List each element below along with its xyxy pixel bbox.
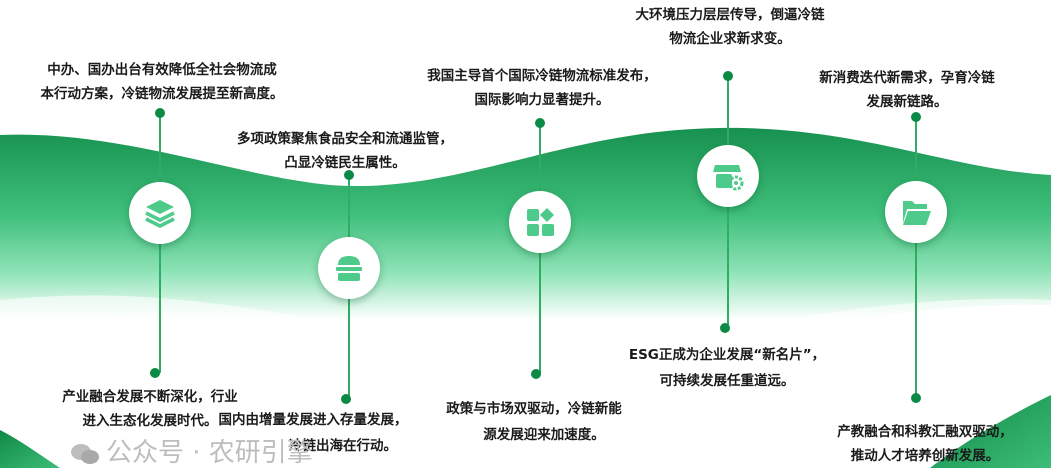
timeline-dot (911, 393, 921, 403)
text-line: 物流企业求新求变。 (669, 31, 791, 47)
timeline-dot (531, 369, 541, 379)
text-line: 冷链出海在行动。 (289, 438, 397, 454)
milestone-2-node (318, 237, 380, 299)
folder-icon (903, 201, 931, 225)
food-box-icon (336, 256, 362, 281)
apps-grid-icon (527, 208, 554, 236)
milestone-3-top-text: 我国主导首个国际冷链物流标准发布， 国际影响力显著提升。 (427, 64, 657, 112)
milestone-4-node (697, 145, 759, 207)
text-line: 产业融合发展不断深化，行业 (62, 389, 238, 405)
layers-icon (145, 200, 175, 228)
text-line: 本行动方案，冷链物流发展提至新高度。 (40, 86, 284, 102)
milestone-4-top-text: 大环境压力层层传导，倒逼冷链物流企业求新求变。 (636, 3, 825, 51)
text-line: 发展新链路。 (866, 94, 948, 110)
text-line: 推动人才培养创新发展。 (850, 448, 1000, 464)
text-line: 新消费迭代新需求，孕育冷链 (819, 70, 995, 86)
timeline-dot (344, 170, 354, 180)
text-line: 源发展迎来加速度。 (483, 427, 605, 443)
milestone-5-bottom-text: 产教融合和科教汇融双驱动， 推动人才培养创新发展。 (837, 420, 1013, 468)
text-line: 多项政策聚焦食品安全和流通监管， (237, 131, 453, 147)
text-line: 大环境压力层层传导，倒逼冷链 (635, 7, 825, 23)
text-line: 产教融合和科教汇融双驱动， (837, 424, 1013, 440)
milestone-1-node (129, 182, 191, 244)
watermark-text: 公众号 · 农研引擎 (106, 438, 313, 468)
text-line: 中办、国办出台有效降低全社会物流成 (47, 62, 277, 78)
milestone-5-node (885, 181, 947, 243)
wechat-icon (71, 443, 99, 464)
milestone-1-bottom-text: 产业融合发展不断深化，行业进入生态化发展时代。 (62, 385, 238, 433)
milestone-1-top-text: 中办、国办出台有效降低全社会物流成本行动方案，冷链物流发展提至新高度。 (41, 58, 284, 106)
milestone-3-node (509, 191, 571, 253)
milestone-4-bottom-text: ESG正成为企业发展“新名片”， 可持续发展任重道远。 (629, 342, 825, 394)
text-line: 我国主导首个国际冷链物流标准发布， (427, 68, 657, 84)
watermark: 公众号 · 农研引擎 (70, 439, 313, 467)
timeline-dot (535, 118, 545, 128)
text-line: 政策与市场双驱动，冷链新能 (446, 401, 622, 417)
timeline-dot (341, 394, 351, 404)
timeline-dot (723, 71, 733, 81)
timeline-dot (150, 368, 160, 378)
text-line: 进入生态化发展时代。 (82, 413, 218, 429)
milestone-3-bottom-text: 政策与市场双驱动，冷链新能源发展迎来加速度。 (446, 396, 622, 448)
text-line: ESG正成为企业发展“新名片”， (628, 347, 826, 363)
store-gear-icon (713, 165, 744, 191)
milestone-2-top-text: 多项政策聚焦食品安全和流通监管， 凸显冷链民生属性。 (237, 127, 453, 175)
milestone-2-bottom-text: 国内由增量发展进入存量发展， 冷链出海在行动。 (219, 407, 408, 459)
text-line: 凸显冷链民生属性。 (284, 155, 406, 171)
connector-line (915, 117, 917, 398)
timeline-dot (155, 108, 165, 118)
text-line: 国际影响力显著提升。 (474, 92, 610, 108)
text-line: 可持续发展任重道远。 (659, 373, 795, 389)
text-line: 国内由增量发展进入存量发展， (218, 412, 408, 428)
timeline-dot (911, 112, 921, 122)
timeline-dot (720, 323, 730, 333)
milestone-5-top-text: 新消费迭代新需求，孕育冷链发展新链路。 (819, 66, 995, 114)
